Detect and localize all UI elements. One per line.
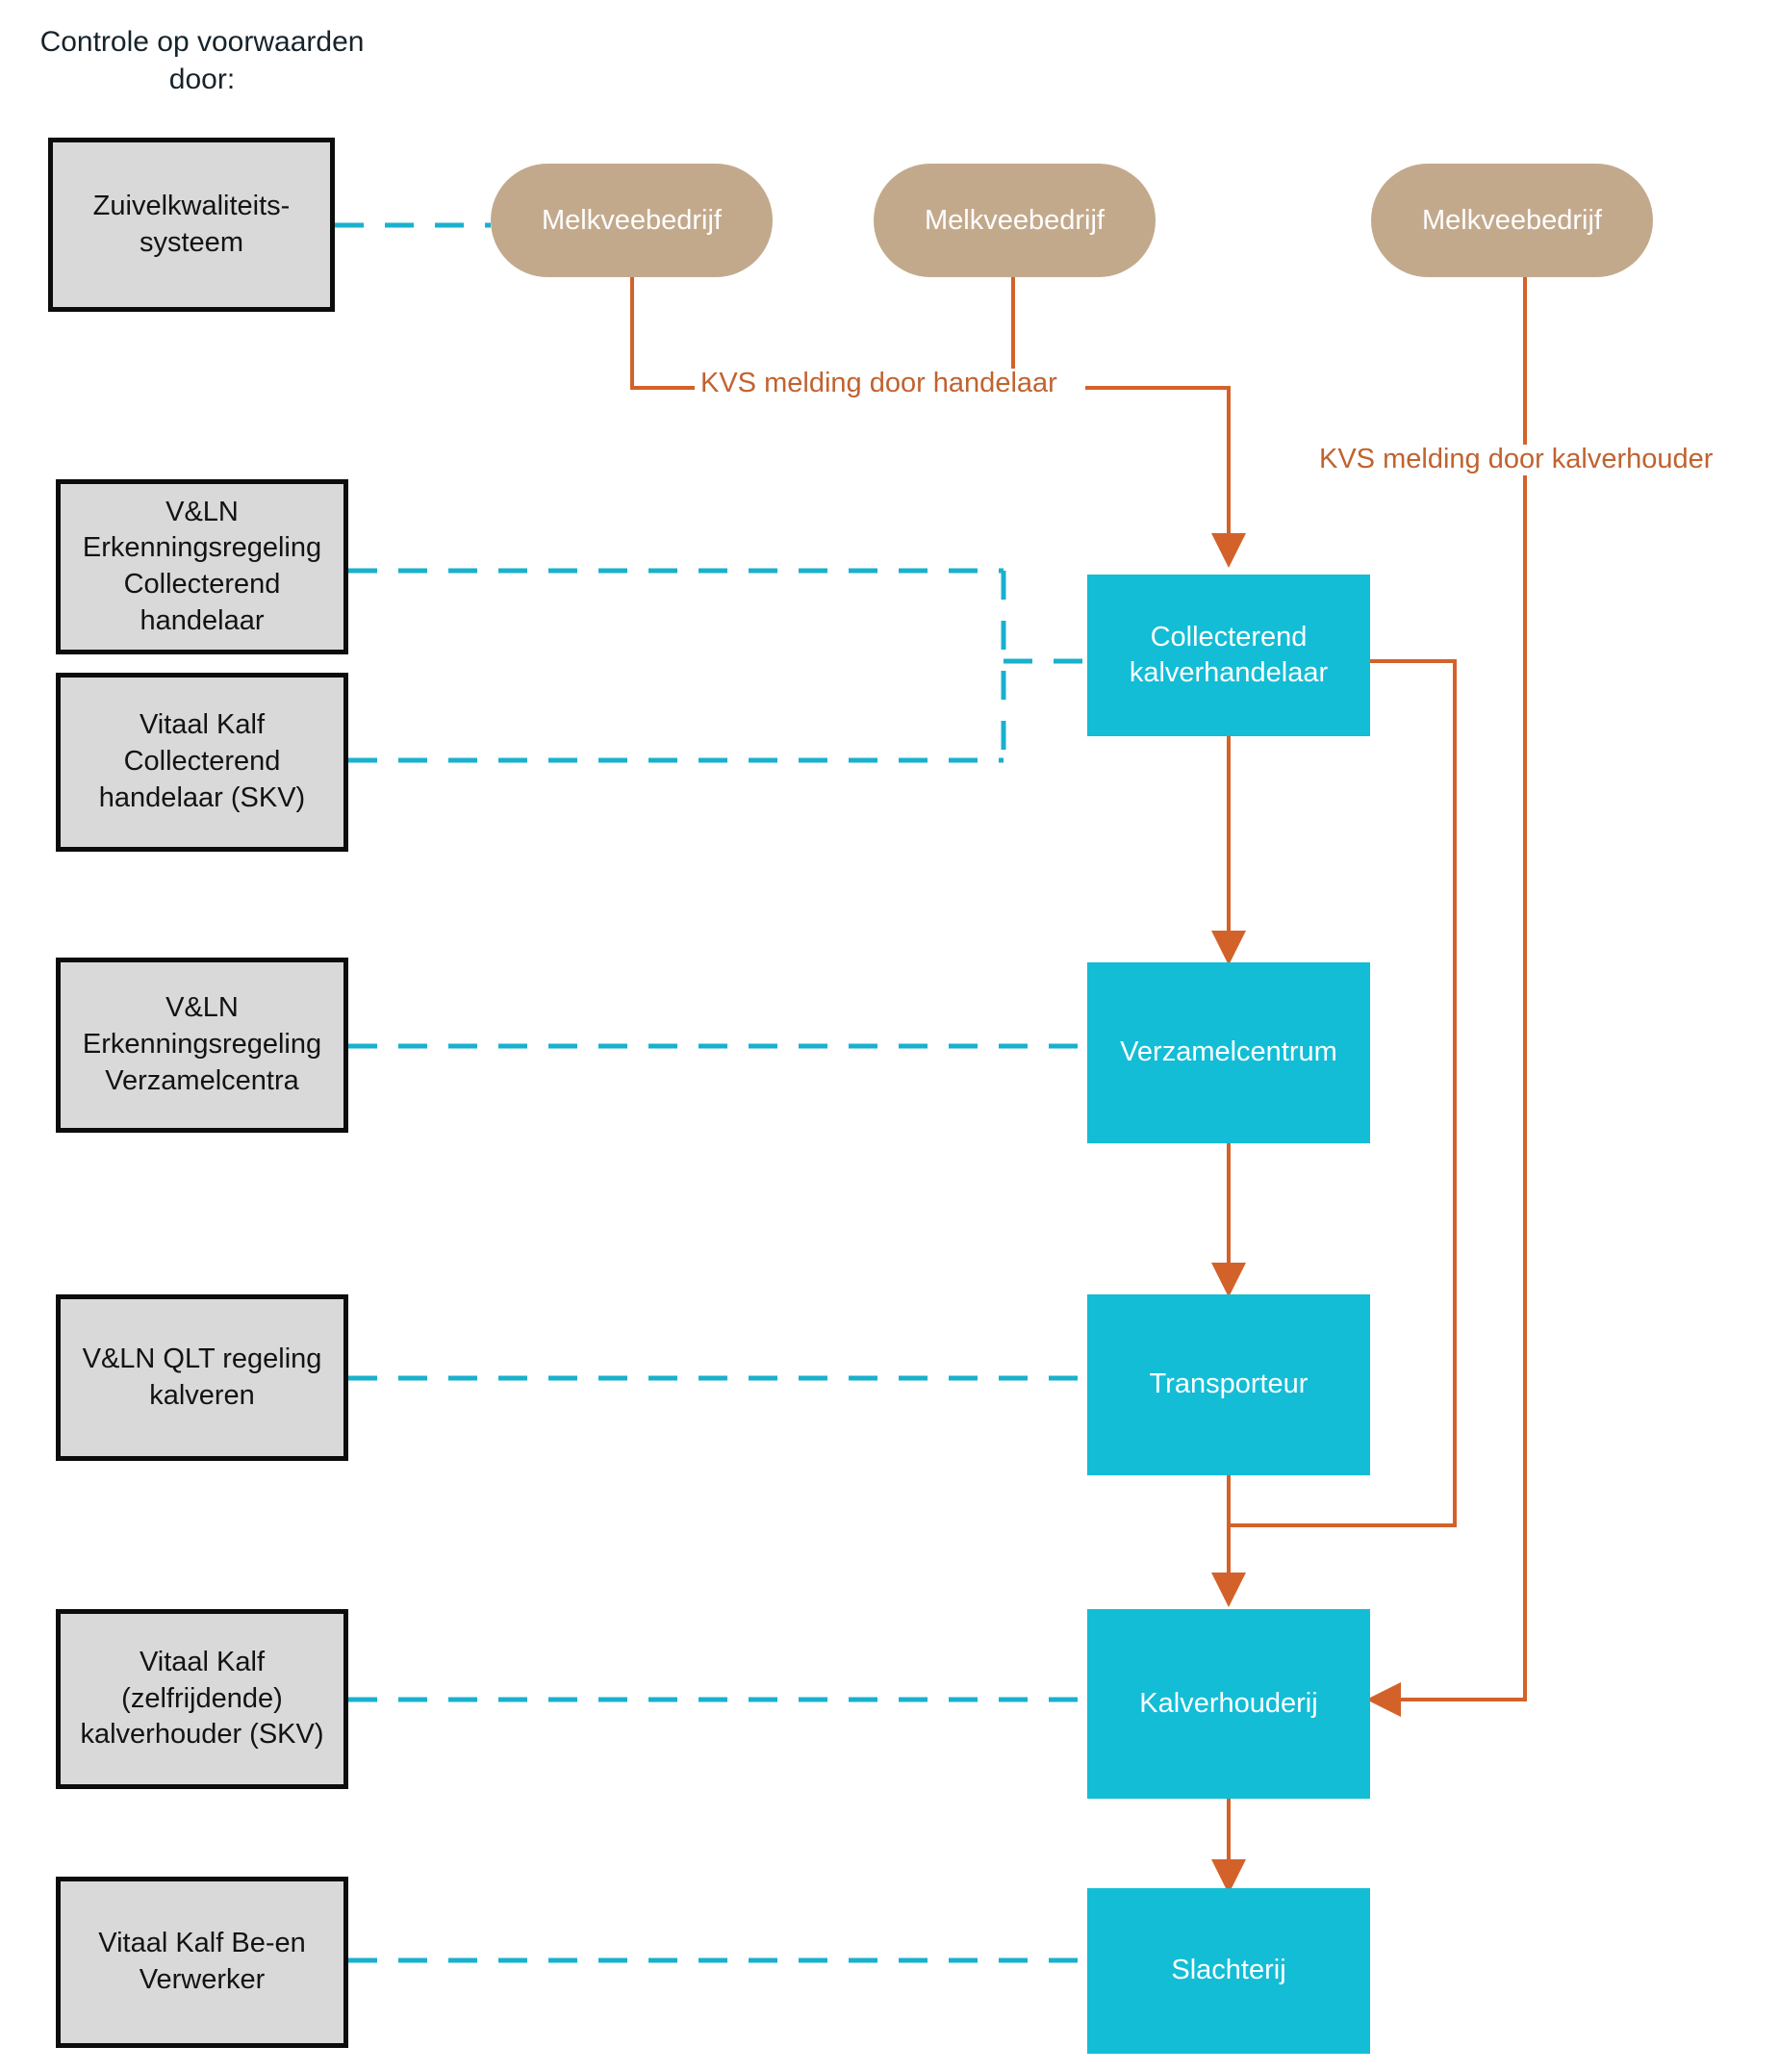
source-pill-melkveebedrijf-2[interactable]: Melkveebedrijf — [874, 164, 1156, 277]
process-node-kalverhouderij[interactable]: Kalverhouderij — [1087, 1609, 1370, 1799]
flow-edge-melkveebedrijf3-to-kalverhouderij — [1366, 219, 1527, 1717]
flow-label-kvs-melding-door-handelaar: KVS melding door handelaar — [695, 368, 1063, 399]
source-pill-label: Melkveebedrijf — [1422, 204, 1602, 236]
control-box-label: V&LN Erkenningsregeling Collecterend han… — [82, 496, 322, 636]
control-box-label: Vitaal Kalf Collecterend handelaar (SKV) — [98, 709, 306, 813]
process-node-transporteur[interactable]: Transporteur — [1087, 1294, 1370, 1475]
process-node-label: Kalverhouderij — [1139, 1687, 1318, 1719]
source-pill-label: Melkveebedrijf — [542, 204, 722, 236]
control-box-vln-erkenningsregeling-verzamelcentra[interactable]: V&LN Erkenningsregeling Verzamelcentra — [56, 958, 348, 1133]
process-node-label: Verzamelcentrum — [1120, 1036, 1337, 1068]
process-node-label: Collecterend kalverhandelaar — [1129, 621, 1329, 688]
process-node-label: Transporteur — [1149, 1369, 1309, 1400]
flow-label-kvs-melding-door-kalverhouder: KVS melding door kalverhouder — [1313, 444, 1719, 475]
control-box-vln-erkenningsregeling-collecterend-handelaar[interactable]: V&LN Erkenningsregeling Collecterend han… — [56, 479, 348, 654]
diagram-caption: Controle op voorwaarden door: — [39, 26, 365, 95]
control-box-zuivelkwaliteitssysteem[interactable]: Zuivelkwaliteits- systeem — [48, 138, 335, 312]
source-pill-label: Melkveebedrijf — [925, 204, 1105, 236]
control-box-label: Zuivelkwaliteits- systeem — [92, 190, 291, 258]
control-box-label: Vitaal Kalf (zelfrijdende) kalverhouder … — [80, 1646, 324, 1751]
process-node-collecterend-kalverhandelaar[interactable]: Collecterend kalverhandelaar — [1087, 575, 1370, 736]
process-node-label: Slachterij — [1171, 1955, 1286, 1986]
source-pill-melkveebedrijf-3[interactable]: Melkveebedrijf — [1371, 164, 1653, 277]
process-node-slachterij[interactable]: Slachterij — [1087, 1888, 1370, 2054]
flow-edge-rail-to-collecterend — [1085, 386, 1246, 568]
source-pill-melkveebedrijf-1[interactable]: Melkveebedrijf — [491, 164, 773, 277]
control-box-vitaal-kalf-be-en-verwerker[interactable]: Vitaal Kalf Be-en Verwerker — [56, 1877, 348, 2048]
control-box-label: V&LN Erkenningsregeling Verzamelcentra — [82, 992, 322, 1096]
control-box-label: Vitaal Kalf Be-en Verwerker — [98, 1928, 306, 1995]
process-node-verzamelcentrum[interactable]: Verzamelcentrum — [1087, 962, 1370, 1143]
control-box-vitaal-kalf-collecterend-handelaar-skv[interactable]: Vitaal Kalf Collecterend handelaar (SKV) — [56, 673, 348, 852]
control-box-label: V&LN QLT regeling kalveren — [82, 1343, 322, 1411]
control-box-vln-qlt-regeling-kalveren[interactable]: V&LN QLT regeling kalveren — [56, 1294, 348, 1461]
control-box-vitaal-kalf-zelfrijdende-kalverhouder-skv[interactable]: Vitaal Kalf (zelfrijdende) kalverhouder … — [56, 1609, 348, 1789]
